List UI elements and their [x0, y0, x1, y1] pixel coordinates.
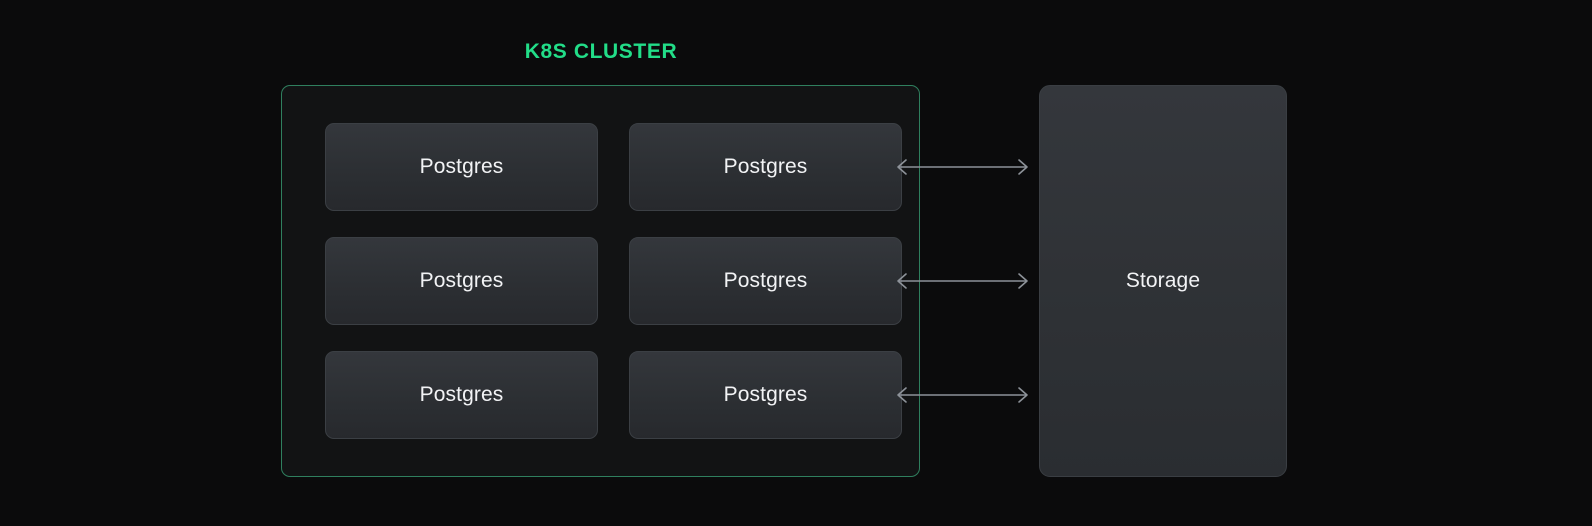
postgres-node[interactable]: Postgres [325, 351, 598, 439]
cluster-title: K8S CLUSTER [524, 40, 678, 63]
postgres-node-grid: Postgres Postgres Postgres Postgres Post… [325, 123, 902, 439]
postgres-node[interactable]: Postgres [325, 123, 598, 211]
postgres-node[interactable]: Postgres [325, 237, 598, 325]
postgres-node[interactable]: Postgres [629, 351, 902, 439]
postgres-node[interactable]: Postgres [629, 123, 902, 211]
postgres-node[interactable]: Postgres [629, 237, 902, 325]
storage-node[interactable]: Storage [1039, 85, 1287, 477]
